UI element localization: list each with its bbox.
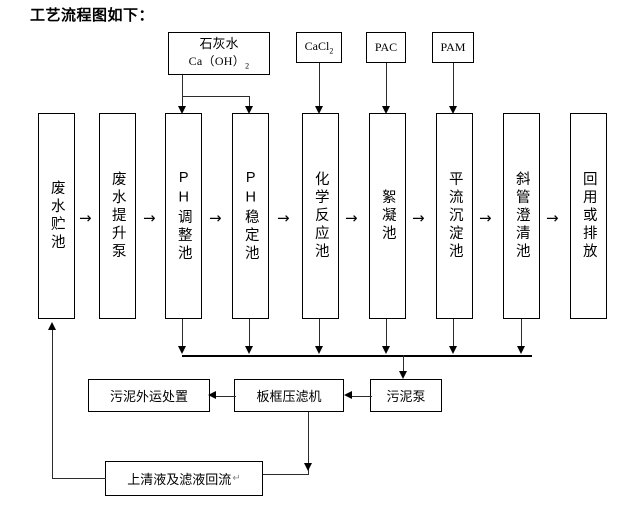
- sludge-arrowhead-clarifier: [517, 346, 525, 354]
- lime-stem-line: [182, 75, 183, 97]
- flow-arrow-7: →: [479, 209, 492, 227]
- process-box-wastewater-lift-pump[interactable]: 废水提升泵: [99, 113, 136, 319]
- reagent-box-pac[interactable]: PAC: [366, 32, 406, 63]
- plate-frame-filter-press-label: 板框压滤机: [256, 389, 322, 404]
- wastewater-storage-tank-label: 废水贮池: [48, 180, 65, 252]
- sludge-drop-clarifier: [521, 319, 522, 347]
- reuse-or-discharge-label: 回用或排放: [580, 171, 597, 261]
- ph-adjust-tank-label: PH调整池: [175, 169, 192, 263]
- pac-label: PAC: [374, 40, 398, 54]
- sludge-arrowhead-ph-stabilize: [245, 346, 253, 354]
- sludge-arrowhead-ph-adjust: [178, 346, 186, 354]
- manifold-to-sludge-pump-arrowhead: [399, 371, 407, 379]
- manifold-to-sludge-pump-line: [403, 355, 404, 372]
- sludge-manifold-line: [182, 355, 532, 357]
- sludge-drop-flocculation: [386, 319, 387, 347]
- sludge-arrowhead-flocculation: [382, 346, 390, 354]
- sludge-drop-chemical-reaction: [319, 319, 320, 347]
- flow-arrow-4: →: [277, 209, 290, 227]
- return-arrowhead: [48, 322, 56, 330]
- process-box-wastewater-storage-tank[interactable]: 废水贮池: [38, 113, 75, 319]
- process-box-reuse-or-discharge[interactable]: 回用或排放: [570, 113, 607, 319]
- sludge-drop-sedimentation: [453, 319, 454, 347]
- press-to-disposal-arrowhead: [208, 391, 216, 399]
- process-box-flocculation-tank[interactable]: 絮凝池: [369, 113, 406, 319]
- process-box-horizontal-sedimentation-tank[interactable]: 平流沉淀池: [436, 113, 473, 319]
- filtrate-to-return-line: [249, 474, 309, 475]
- horizontal-sedimentation-tank-label: 平流沉淀池: [446, 171, 463, 261]
- pac-arrowhead: [382, 106, 390, 114]
- return-horizontal-line: [52, 478, 106, 479]
- process-box-inclined-tube-clarifier[interactable]: 斜管澄清池: [503, 113, 540, 319]
- flow-arrow-6: →: [412, 209, 425, 227]
- filtrate-drop-line: [308, 412, 309, 474]
- lime-water-formula: Ca（OH）2: [188, 54, 250, 71]
- sludge-offsite-disposal-label: 污泥外运处置: [109, 389, 188, 404]
- flow-arrow-3: →: [209, 209, 222, 227]
- lime-arrowhead-right: [245, 106, 253, 114]
- flow-arrow-5: →: [345, 209, 358, 227]
- cacl2-arrowhead: [315, 106, 323, 114]
- flow-arrow-1: →: [79, 209, 92, 227]
- sludge-box-offsite-disposal[interactable]: 污泥外运处置: [88, 379, 210, 412]
- reagent-box-cacl2[interactable]: CaCl2: [296, 32, 342, 63]
- wastewater-lift-pump-label: 废水提升泵: [109, 171, 126, 261]
- pac-feed-line: [386, 63, 387, 108]
- return-box-supernatant-filtrate[interactable]: 上清液及滤液回流↵: [105, 461, 263, 496]
- page-title: 工艺流程图如下：: [30, 7, 155, 24]
- lime-drop-left: [182, 96, 183, 108]
- flow-arrow-2: →: [143, 209, 156, 227]
- pump-to-press-line: [350, 396, 372, 397]
- pam-label: PAM: [440, 40, 466, 54]
- sludge-box-sludge-pump[interactable]: 污泥泵: [370, 379, 442, 412]
- reagent-box-lime-water[interactable]: 石灰水 Ca（OH）2: [168, 32, 270, 75]
- pam-arrowhead: [449, 106, 457, 114]
- ph-stabilize-tank-label: PH稳定池: [242, 169, 259, 263]
- inclined-tube-clarifier-label: 斜管澄清池: [513, 171, 530, 261]
- sludge-arrowhead-sedimentation: [449, 346, 457, 354]
- sludge-drop-ph-stabilize: [249, 319, 250, 347]
- cacl2-feed-line: [319, 63, 320, 108]
- press-to-disposal-line: [214, 396, 236, 397]
- pump-to-press-arrowhead: [344, 391, 352, 399]
- lime-drop-right: [249, 96, 250, 108]
- sludge-arrowhead-chemical-reaction: [315, 346, 323, 354]
- pam-feed-line: [453, 63, 454, 108]
- supernatant-filtrate-return-label: 上清液及滤液回流: [127, 472, 232, 487]
- sludge-box-plate-frame-filter-press[interactable]: 板框压滤机: [234, 379, 344, 412]
- cacl2-label: CaCl2: [304, 39, 334, 56]
- chemical-reaction-tank-label: 化学反应池: [312, 171, 329, 261]
- sludge-pump-label: 污泥泵: [386, 389, 426, 404]
- process-box-ph-stabilize-tank[interactable]: PH稳定池: [232, 113, 269, 319]
- filtrate-arrowhead: [304, 463, 312, 471]
- process-box-chemical-reaction-tank[interactable]: 化学反应池: [302, 113, 339, 319]
- reagent-box-pam[interactable]: PAM: [432, 32, 474, 63]
- pilcrow-mark: ↵: [232, 473, 241, 484]
- lime-water-name: 石灰水: [199, 35, 239, 51]
- flow-arrow-8: →: [546, 209, 559, 227]
- return-vertical-line: [52, 330, 53, 479]
- lime-branch-line: [182, 96, 249, 97]
- lime-arrowhead-left: [178, 106, 186, 114]
- sludge-drop-ph-adjust: [182, 319, 183, 347]
- flocculation-tank-label: 絮凝池: [379, 189, 396, 243]
- process-box-ph-adjust-tank[interactable]: PH调整池: [165, 113, 202, 319]
